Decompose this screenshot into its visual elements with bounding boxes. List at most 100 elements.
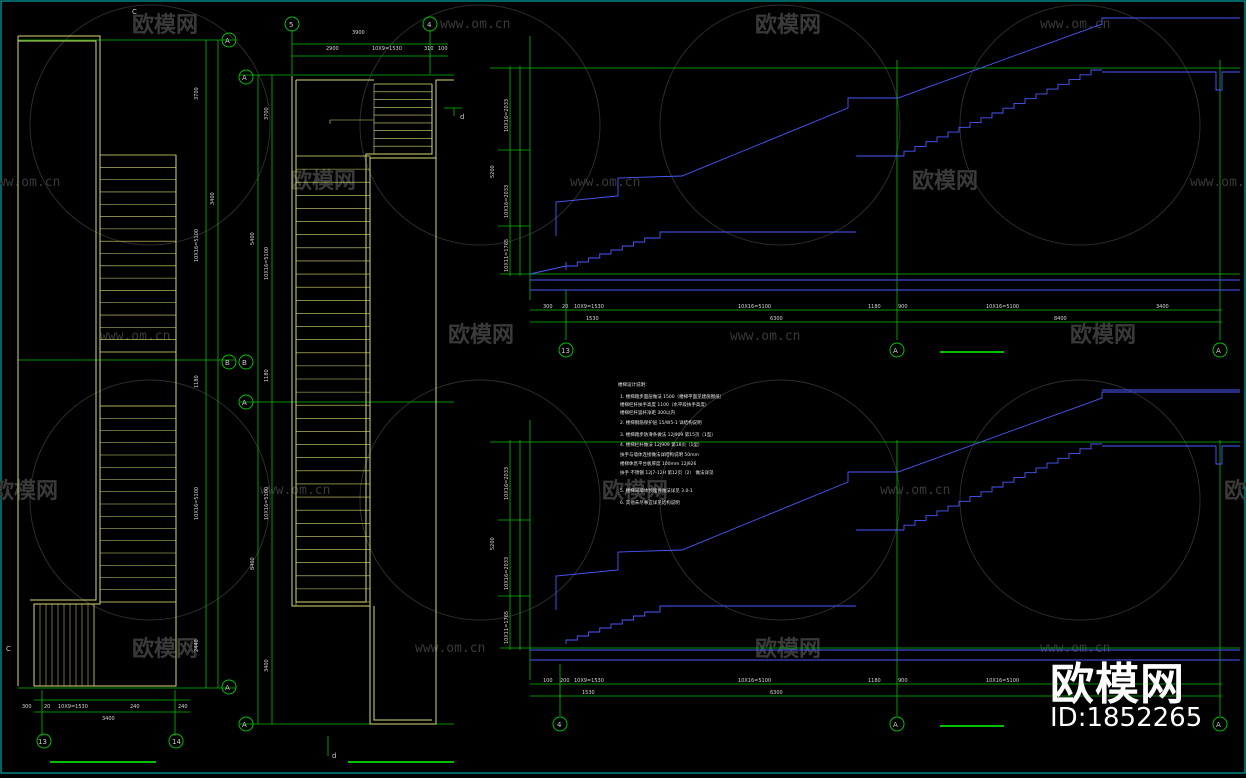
stair-flight-landing: [374, 83, 432, 155]
svg-text:13: 13: [561, 347, 570, 355]
watermark-brand: 欧模网: [448, 322, 514, 348]
svg-text:A: A: [225, 684, 230, 692]
svg-text:5200: 5200: [490, 537, 496, 550]
svg-text:1180: 1180: [194, 375, 200, 388]
axis-a-section-2-right: A: [1212, 716, 1228, 732]
svg-text:6300: 6300: [770, 316, 783, 322]
watermark-brand: 欧模网: [0, 478, 58, 504]
svg-text:5: 5: [289, 21, 293, 29]
svg-text:8400: 8400: [250, 557, 256, 570]
watermark-brand: 欧模网: [132, 636, 198, 662]
notes-line: 5. 楼梯间墙体预埋件做法详见 3.0-1: [620, 487, 693, 494]
svg-text:3400: 3400: [102, 716, 115, 722]
watermark-brand: 欧模网: [755, 636, 821, 662]
notes-line: 1. 楼梯踏步面层做法 1500（楼梯平面见建施图纸）: [620, 393, 724, 400]
svg-text:A: A: [242, 74, 247, 82]
svg-text:4: 4: [427, 21, 432, 29]
svg-text:A: A: [893, 721, 898, 729]
svg-text:10X16=2033: 10X16=2033: [504, 557, 510, 590]
svg-text:3700: 3700: [264, 107, 270, 120]
axis-b-mid: B: [221, 354, 237, 370]
svg-text:100: 100: [543, 678, 553, 684]
svg-text:10X9=1530: 10X9=1530: [574, 304, 604, 310]
svg-text:10X16=2033: 10X16=2033: [504, 185, 510, 218]
svg-text:3400: 3400: [1156, 304, 1169, 310]
svg-text:B: B: [225, 359, 230, 367]
axis-14: 14: [168, 733, 184, 749]
svg-text:300: 300: [543, 304, 553, 310]
watermark-brand: 欧模网: [132, 12, 198, 38]
watermark-url: www.om.cn: [440, 17, 510, 32]
svg-text:A: A: [893, 347, 898, 355]
axis-b-1: B: [238, 354, 254, 370]
svg-text:5400: 5400: [250, 232, 256, 245]
svg-text:4: 4: [557, 721, 562, 729]
svg-text:10X9=1530: 10X9=1530: [58, 704, 88, 710]
watermark-url: www.om.cn: [1040, 17, 1110, 32]
axis-a-1: A: [238, 69, 254, 85]
watermark-layer: 欧模网 欧模网 欧模网 欧模网 欧模网 欧模网 欧模网 欧模网 欧模网 欧模网 …: [0, 4, 1246, 662]
svg-text:10X9=1530: 10X9=1530: [372, 46, 402, 52]
stair-profile-upper: [555, 391, 1240, 610]
watermark-url: www.om.cn: [415, 641, 485, 656]
watermark-url: www.om.cn: [260, 483, 330, 498]
svg-text:14: 14: [172, 738, 181, 746]
svg-text:10X11=1765: 10X11=1765: [504, 239, 510, 272]
svg-text:900: 900: [898, 678, 908, 684]
watermark-url: www.om.cn: [570, 175, 640, 190]
svg-text:300: 300: [22, 704, 32, 710]
svg-text:3700: 3700: [194, 87, 200, 100]
watermark-url: www.om.cn: [730, 329, 800, 344]
axis-a-section: A: [889, 342, 905, 358]
watermark-url: www.om.cn: [1040, 641, 1110, 656]
stair-section-top: 13 A A 300 20 10X9=1530 1530 10X16=5100 …: [490, 17, 1240, 358]
notes-line: 楼梯栏杆竖杆净距 300以内: [620, 409, 676, 416]
svg-text:100: 100: [438, 46, 448, 52]
axis-13: 13: [36, 733, 52, 749]
svg-text:10X16=5100: 10X16=5100: [264, 247, 270, 280]
stair-profile-upper: [555, 17, 1240, 236]
svg-text:10X16=5100: 10X16=5100: [986, 678, 1019, 684]
svg-text:20: 20: [44, 704, 50, 710]
axis-a-3: A: [238, 716, 254, 732]
svg-text:3400: 3400: [264, 659, 270, 672]
notes-title: 楼梯设计说明：: [618, 381, 650, 388]
svg-text:10X16=2033: 10X16=2033: [504, 99, 510, 132]
svg-text:1180: 1180: [868, 678, 881, 684]
svg-text:10X16=5100: 10X16=5100: [986, 304, 1019, 310]
stair-flight-upper: [100, 154, 176, 353]
watermark-brand: 欧模网: [1224, 478, 1246, 504]
svg-text:8400: 8400: [1054, 316, 1067, 322]
svg-text:A: A: [242, 721, 247, 729]
axis-a-section-right: A: [1212, 342, 1228, 358]
watermark-brand: 欧模网: [755, 12, 821, 38]
svg-text:10X16=5100: 10X16=5100: [194, 229, 200, 262]
svg-text:2900: 2900: [326, 46, 339, 52]
watermark-url: www.om.cn: [100, 329, 170, 344]
axis-4: 4: [422, 16, 438, 32]
svg-text:1180: 1180: [868, 304, 881, 310]
design-notes: 楼梯设计说明： 1. 楼梯踏步面层做法 1500（楼梯平面见建施图纸） 楼梯栏杆…: [618, 381, 724, 506]
svg-text:10X16=5100: 10X16=5100: [264, 487, 270, 520]
watermark-brand: 欧模网: [1070, 322, 1136, 348]
watermark-brand: 欧模网: [602, 478, 668, 504]
svg-text:10X9=1530: 10X9=1530: [574, 678, 604, 684]
axis-a-top: A: [221, 32, 237, 48]
svg-text:10X16=5100: 10X16=5100: [738, 678, 771, 684]
svg-text:10X16=5100: 10X16=5100: [738, 304, 771, 310]
svg-text:A: A: [242, 399, 247, 407]
axis-13-section: 13: [558, 342, 574, 358]
axis-a-bottom: A: [221, 679, 237, 695]
section-mark-c: C: [6, 645, 11, 653]
stair-flight-lower: [100, 405, 176, 603]
notes-line: 6. 其他未尽事宜详见结构说明: [620, 499, 680, 506]
stair-profile-lower: [565, 69, 1102, 270]
svg-text:900: 900: [898, 304, 908, 310]
svg-text:1530: 1530: [586, 316, 599, 322]
axis-4-section: 4: [552, 716, 568, 732]
svg-text:10X16=5100: 10X16=5100: [194, 487, 200, 520]
stair-plan-left: 13 14 A B A C C 300 20 10X9=1530: [6, 8, 237, 763]
